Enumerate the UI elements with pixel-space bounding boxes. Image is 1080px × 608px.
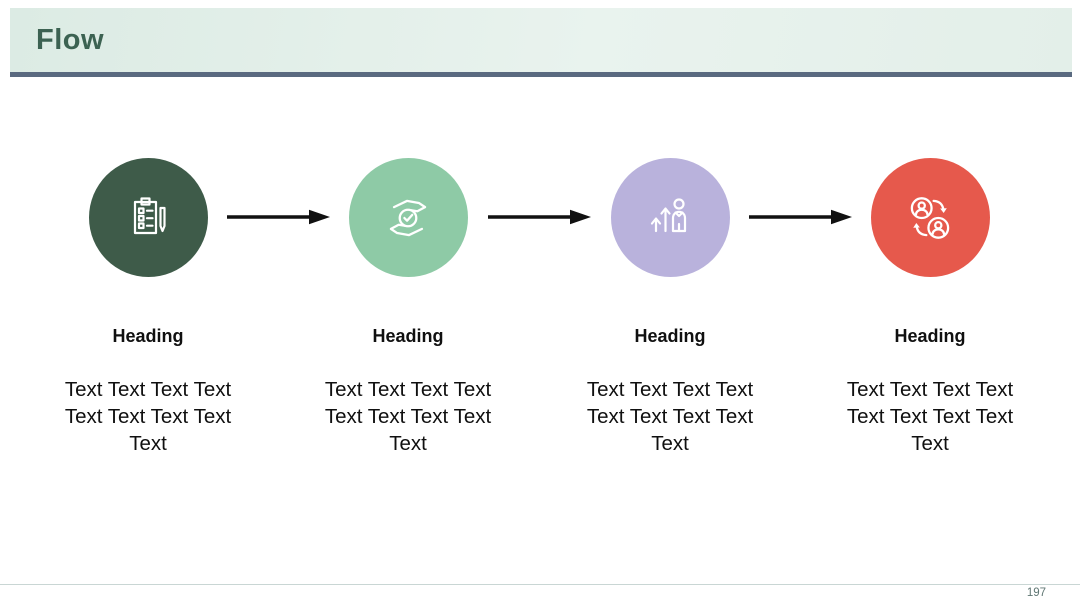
step-1-circle [88,158,208,277]
step-4-body: Text Text Text Text Text Text Text Text … [846,378,1014,455]
footer-divider [0,584,1080,585]
slide-header: Flow [10,8,1072,77]
step-3-circle [610,158,730,277]
step-2-body: Text Text Text Text Text Text Text Text … [324,378,492,455]
page-number: 197 [1026,587,1046,599]
flow-step-4: Heading Text Text Text Text Text Text Te… [830,158,1030,457]
step-2-circle [348,158,468,277]
flow-step-2: Heading Text Text Text Text Text Text Te… [308,158,508,457]
step-1-body: Text Text Text Text Text Text Text Text … [64,378,232,455]
people-exchange-icon [910,196,950,239]
step-3-heading: Heading [634,326,706,346]
hands-check-icon [389,199,427,236]
step-1-heading: Heading [112,326,184,346]
flow-arrow-2 [488,209,591,225]
flow-step-1: Heading Text Text Text Text Text Text Te… [48,158,248,457]
step-4-heading: Heading [894,326,966,346]
flow-arrow-3 [749,209,852,225]
flow-arrow-1 [227,209,330,225]
step-2-heading: Heading [372,326,444,346]
page-title: Flow [36,23,105,56]
step-3-body: Text Text Text Text Text Text Text Text … [586,378,754,455]
flow-step-3: Heading Text Text Text Text Text Text Te… [570,158,770,457]
step-4-circle [870,158,990,277]
clipboard-checklist-icon [133,196,166,234]
person-growth-icon [650,197,687,232]
